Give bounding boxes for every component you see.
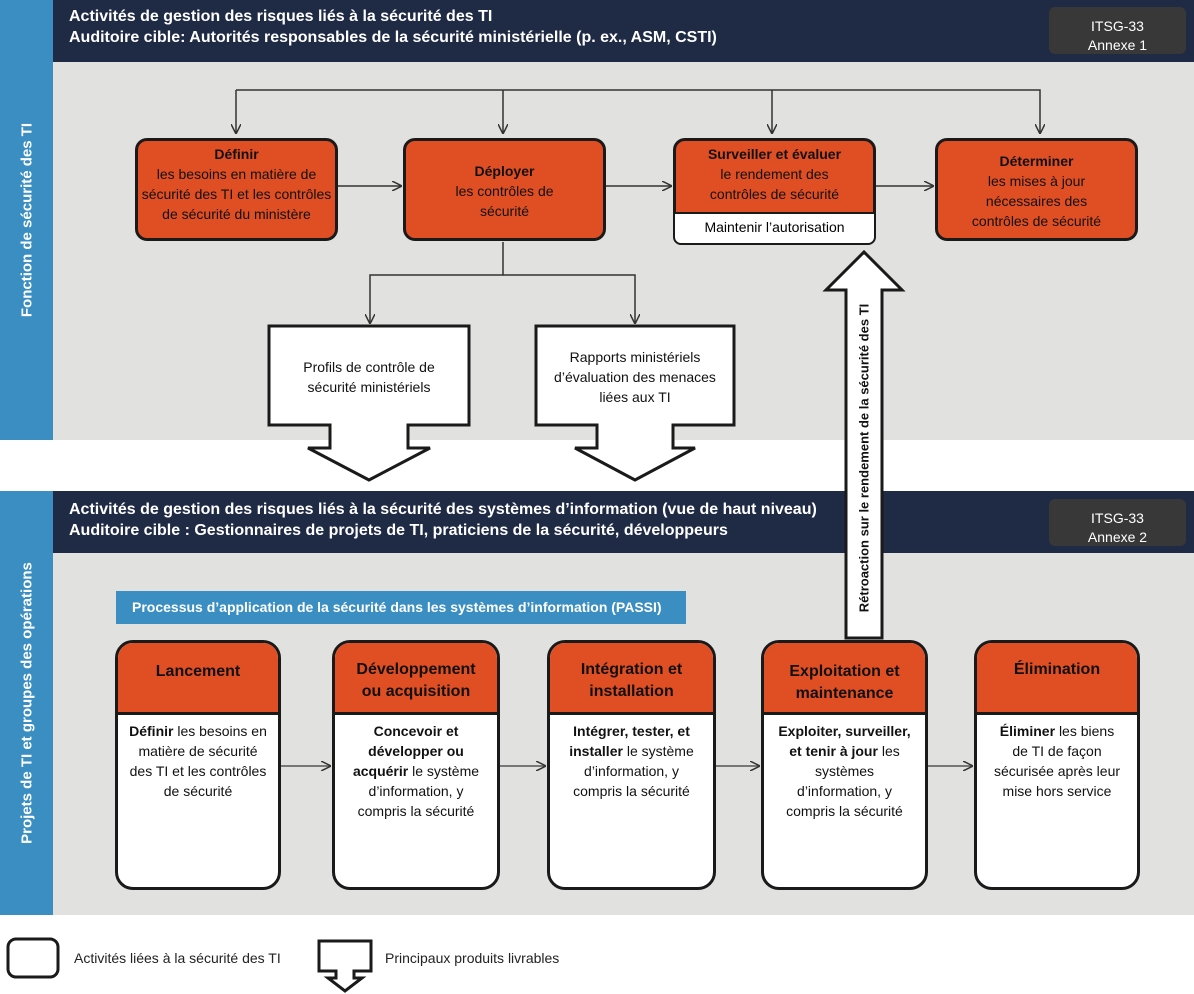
phase-elimination-verb: Éliminer xyxy=(999,723,1056,739)
activity-definir: Définir les besoins en matière de sécuri… xyxy=(135,138,338,241)
activity-definir-text: les besoins en matière de sécurité des T… xyxy=(141,166,332,222)
phase-elimination-body: Éliminer les biens de TI de façon sécuri… xyxy=(977,715,1137,801)
phase-integration: Intégration et installation Intégrer, te… xyxy=(547,640,716,890)
deliverable-shape-1 xyxy=(267,324,471,482)
phase-elimination: Élimination Éliminer les biens de TI de … xyxy=(974,640,1140,890)
legend-activities-label: Activités liées à la sécurité des TI xyxy=(74,950,281,966)
legend-deliverable-swatch xyxy=(317,939,373,993)
phase-lancement-title: Lancement xyxy=(118,643,278,715)
phase-exploitation-verb: Exploiter, surveiller, et tenir à jour xyxy=(778,723,911,759)
ref-annex: Annexe 2 xyxy=(1087,529,1148,545)
activity-determiner-verb: Déterminer xyxy=(999,153,1074,169)
activity-surveiller-text: le rendement des contrôles de sécurité xyxy=(709,166,840,202)
phase-integration-title: Intégration et installation xyxy=(550,643,713,715)
phase-integration-body: Intégrer, tester, et installer le systèm… xyxy=(550,715,713,801)
phase-integration-verb: Intégrer, tester, et installer xyxy=(569,723,690,759)
activity-surveiller-verb: Surveiller et évaluer xyxy=(707,146,842,162)
feedback-label-text: Rétroaction sur le rendement de la sécur… xyxy=(856,303,872,613)
ref-doc: ITSG-33 xyxy=(1091,510,1144,526)
phase-exploitation-body: Exploiter, surveiller, et tenir à jour l… xyxy=(764,715,925,821)
phase-lancement-verb: Définir xyxy=(129,723,174,739)
passi-title: Processus d’application de la sécurité d… xyxy=(116,591,686,624)
phase-exploitation: Exploitation et maintenance Exploiter, s… xyxy=(761,640,928,890)
section2-header: Activités de gestion des risques liés à … xyxy=(53,491,1194,553)
legend-activity-swatch xyxy=(6,937,60,979)
deliverable-profils: Profils de contrôle de sécurité ministér… xyxy=(303,359,435,395)
deliverable-shape-2 xyxy=(534,324,736,482)
maintain-authorization: Maintenir l’autorisation xyxy=(673,212,876,245)
section1-header: Activités de gestion des risques liés à … xyxy=(53,0,1194,62)
section2-title: Activités de gestion des risques liés à … xyxy=(69,501,817,518)
section1-sidebar: Fonction de sécurité des TI xyxy=(0,0,53,440)
activity-determiner-text: les mises à jour nécessaires des contrôl… xyxy=(971,173,1102,229)
phase-developpement-verb: Concevoir et développer ou acquérir xyxy=(352,723,464,779)
phase-exploitation-text: les systèmes d’information, y compris la… xyxy=(786,743,903,819)
section2-sidebar: Projets de TI et groupes des opérations xyxy=(0,491,53,915)
section1-audience: Auditoire cible: Autorités responsables … xyxy=(69,29,717,46)
phase-exploitation-title: Exploitation et maintenance xyxy=(764,643,925,715)
activity-deployer: Déployer les contrôles de sécurité xyxy=(403,138,606,241)
deliverable-connectors xyxy=(370,242,635,323)
activity-definir-verb: Définir xyxy=(214,146,259,162)
top-loop-connector xyxy=(236,89,1040,133)
section1-reference-badge: ITSG-33 Annexe 1 xyxy=(1049,7,1186,54)
phase-lancement: Lancement Définir les besoins en matière… xyxy=(115,640,281,890)
legend-deliverables-label: Principaux produits livrables xyxy=(385,950,560,966)
deliverable-rapports: Rapports ministériels d’évaluation des m… xyxy=(554,349,716,405)
activity-deployer-verb: Déployer xyxy=(474,163,535,179)
ref-doc: ITSG-33 xyxy=(1091,18,1144,34)
phase-lancement-text: les besoins en matière de sécurité des T… xyxy=(129,723,267,799)
section2-reference-badge: ITSG-33 Annexe 2 xyxy=(1049,499,1186,546)
activity-deployer-text: les contrôles de sécurité xyxy=(455,183,554,219)
phase-developpement-title: Développement ou acquisition xyxy=(335,643,497,715)
ref-annex: Annexe 1 xyxy=(1087,37,1148,53)
phase-elimination-title: Élimination xyxy=(977,643,1137,715)
phase-developpement-body: Concevoir et développer ou acquérir le s… xyxy=(335,715,497,821)
phase-elimination-text: les biens de TI de façon sécurisée après… xyxy=(993,723,1121,799)
feedback-arrow xyxy=(822,249,906,640)
phase-integration-text: le système d’information, y compris la s… xyxy=(573,743,694,799)
activity-determiner: Déterminer les mises à jour nécessaires … xyxy=(935,138,1138,241)
phase-lancement-body: Définir les besoins en matière de sécuri… xyxy=(118,715,278,801)
phase-developpement-text: le système d’information, y compris la s… xyxy=(357,763,480,819)
section2-audience: Auditoire cible : Gestionnaires de proje… xyxy=(69,522,728,539)
section1-title: Activités de gestion des risques liés à … xyxy=(69,8,493,25)
phase-developpement: Développement ou acquisition Concevoir e… xyxy=(332,640,500,890)
